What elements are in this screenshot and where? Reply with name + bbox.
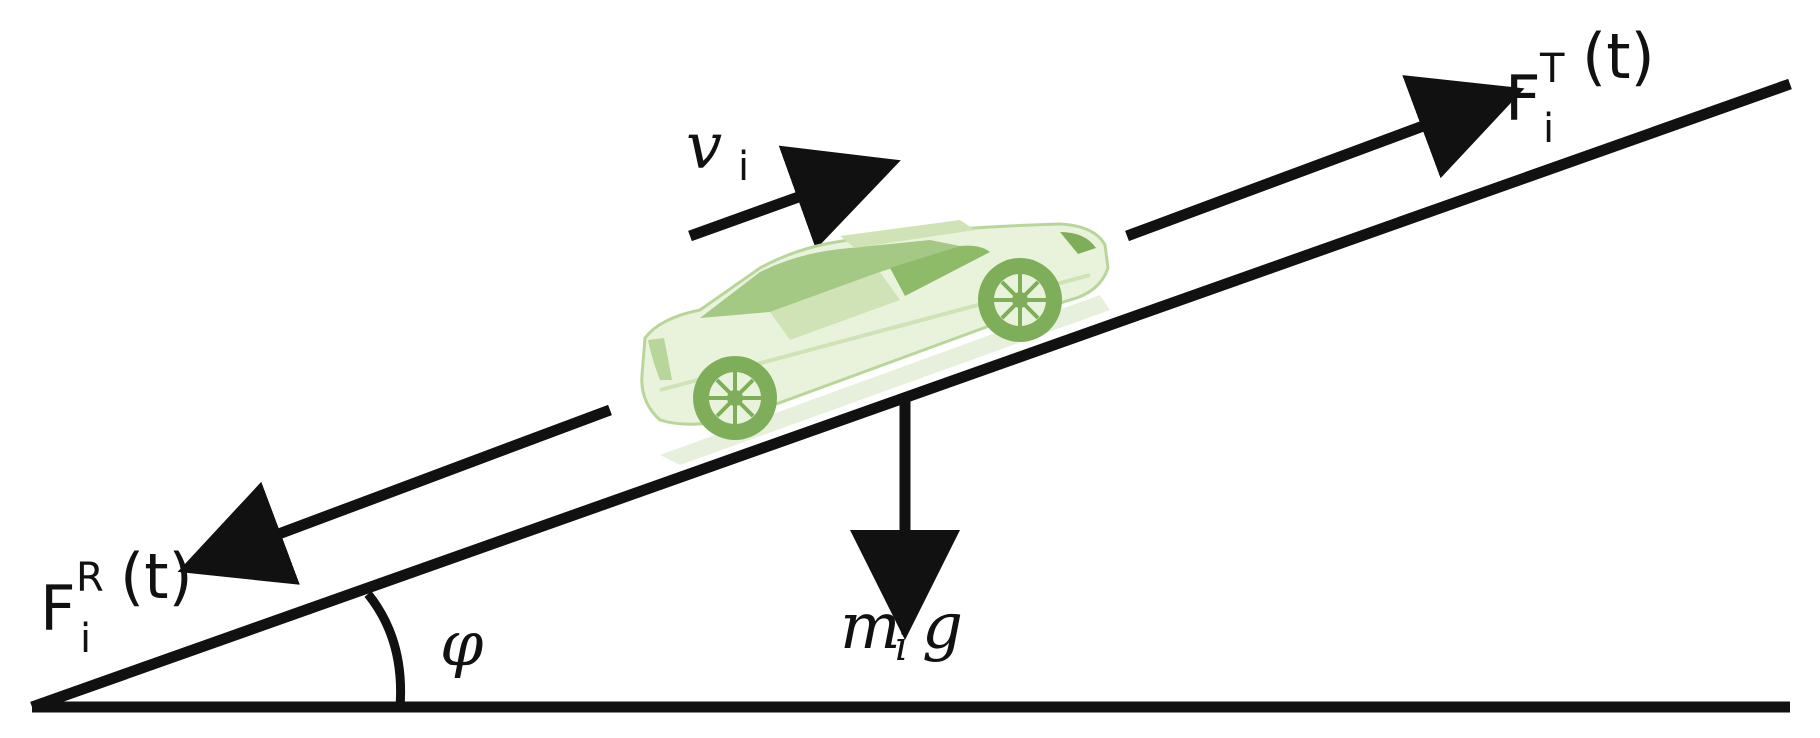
angle-arc (364, 591, 406, 708)
velocity-arrow (688, 145, 901, 250)
svg-text:i: i (895, 624, 908, 670)
svg-text:R: R (76, 555, 104, 601)
car-icon (640, 220, 1110, 465)
svg-text:g: g (922, 590, 963, 664)
traction-force-label: F T i (t) (1505, 20, 1655, 152)
gravity-label: m i g (840, 590, 963, 670)
svg-text:m: m (840, 590, 901, 664)
svg-text:T: T (1539, 46, 1565, 92)
velocity-label: v i (686, 110, 749, 190)
resistance-force-arrow (177, 404, 612, 585)
svg-text:i: i (738, 144, 749, 190)
svg-text:i: i (80, 616, 91, 662)
svg-text:(t): (t) (1582, 20, 1655, 93)
svg-text:v: v (686, 110, 722, 184)
resistance-force-label: F R i (t) (40, 540, 193, 662)
svg-text:(t): (t) (120, 540, 193, 613)
svg-text:i: i (1543, 106, 1554, 152)
traction-force-arrow (1125, 75, 1525, 242)
svg-text:F: F (40, 572, 76, 645)
incline-line (30, 78, 1792, 713)
svg-text:F: F (1505, 62, 1541, 135)
angle-label: φ (440, 607, 484, 680)
